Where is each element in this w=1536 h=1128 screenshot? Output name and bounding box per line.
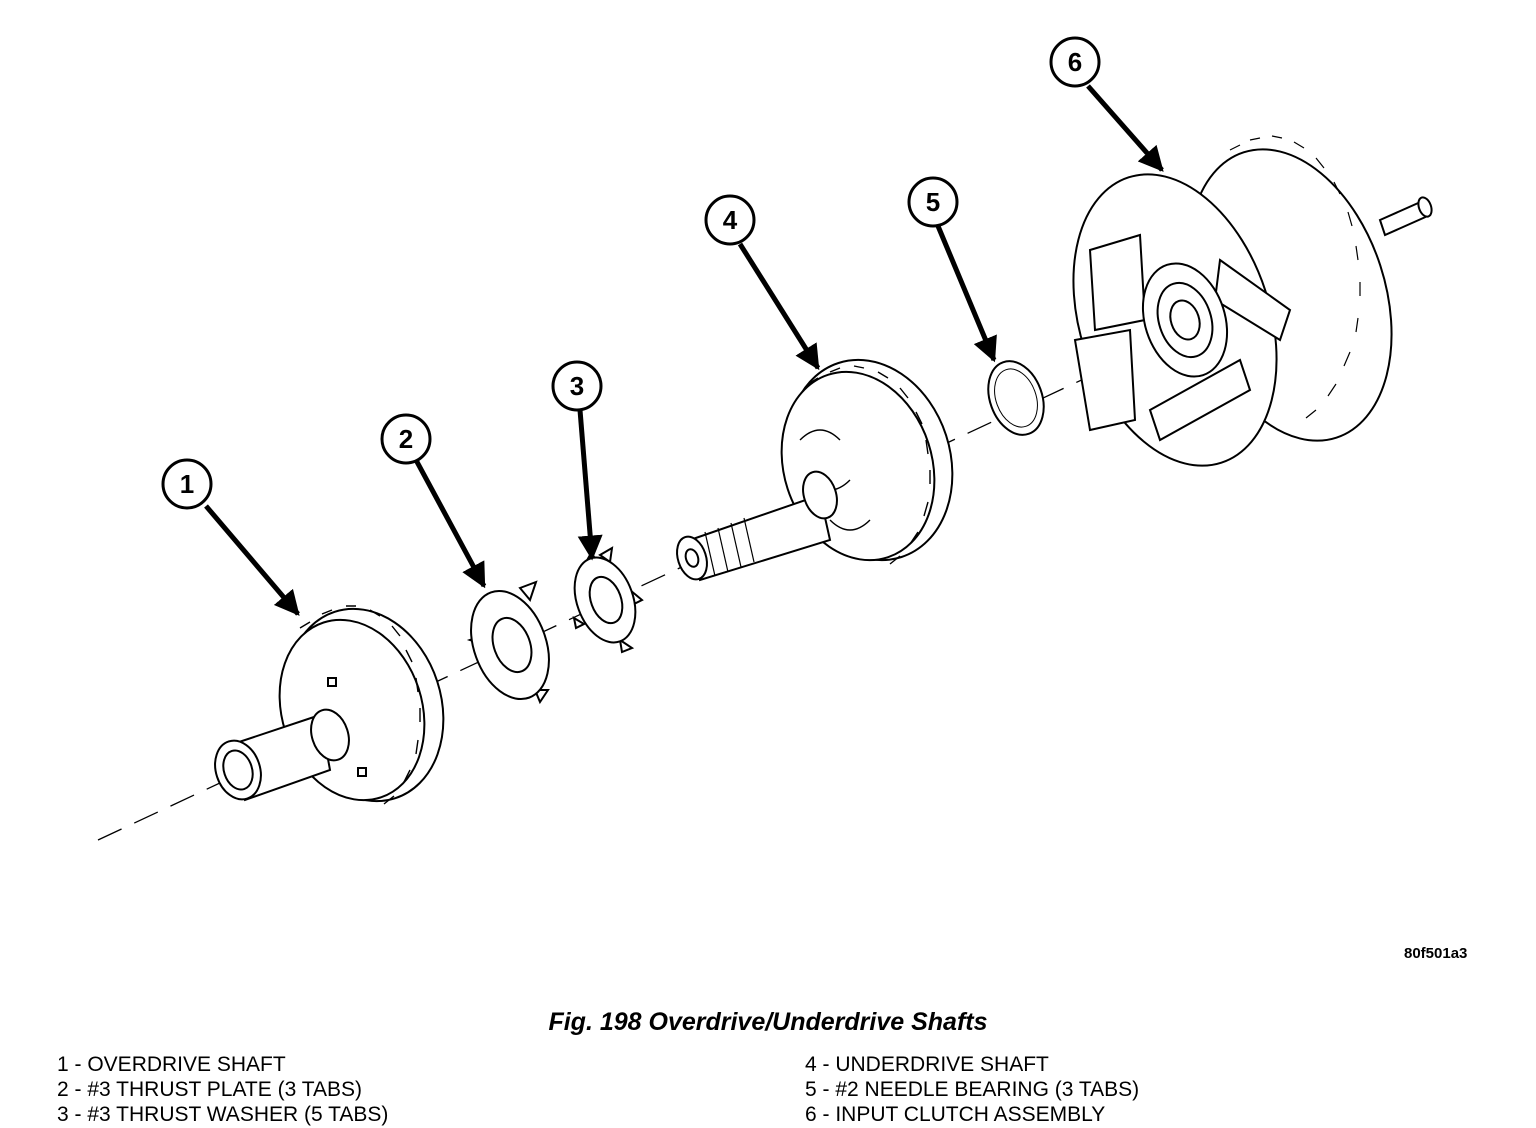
figure-title: Fig. 198 Overdrive/Underdrive Shafts	[548, 1008, 988, 1036]
part-overdrive-shaft	[214, 605, 445, 805]
callout-4: 4	[704, 194, 756, 246]
legend-item: 4 - UNDERDRIVE SHAFT	[805, 1053, 1049, 1076]
legend-item: 6 - INPUT CLUTCH ASSEMBLY	[805, 1103, 1106, 1126]
callout-arrow-5	[935, 225, 997, 363]
figure-reference-code: 80f501a3	[1404, 945, 1468, 962]
part-needle-bearing	[987, 360, 1045, 436]
legend-item: 5 - #2 NEEDLE BEARING (3 TABS)	[805, 1078, 1140, 1101]
legend-item: 3 - #3 THRUST WASHER (5 TABS)	[57, 1103, 389, 1126]
callout-arrow-6	[1086, 84, 1164, 172]
svg-text:3: 3	[570, 371, 584, 401]
legend-item: 2 - #3 THRUST PLATE (3 TABS)	[57, 1078, 362, 1101]
exploded-view-diagram: 1 2 3 4 5 6	[97, 36, 1433, 841]
callout-arrow-4	[737, 242, 821, 371]
callout-6: 6	[1049, 36, 1101, 88]
svg-text:2: 2	[399, 424, 413, 454]
part-input-clutch-assembly	[1072, 135, 1433, 467]
part-underdrive-shaft	[676, 358, 954, 582]
svg-text:5: 5	[926, 187, 940, 217]
callout-arrows	[204, 84, 1164, 616]
legend-item: 1 - OVERDRIVE SHAFT	[57, 1053, 286, 1076]
callout-arrow-2	[413, 458, 487, 589]
part-thrust-washer	[572, 546, 644, 654]
callout-5: 5	[907, 176, 959, 228]
legend-left-column: 1 - OVERDRIVE SHAFT 2 - #3 THRUST PLATE …	[57, 1052, 388, 1127]
callout-1: 1	[161, 458, 213, 510]
svg-text:6: 6	[1068, 47, 1082, 77]
callout-2: 2	[380, 413, 432, 465]
callout-arrow-1	[204, 504, 300, 616]
callout-arrow-3	[577, 409, 603, 561]
part-thrust-plate	[466, 580, 550, 705]
callout-3: 3	[551, 360, 603, 412]
svg-text:1: 1	[180, 469, 194, 499]
legend-right-column: 4 - UNDERDRIVE SHAFT 5 - #2 NEEDLE BEARI…	[805, 1052, 1139, 1127]
svg-text:4: 4	[723, 205, 738, 235]
